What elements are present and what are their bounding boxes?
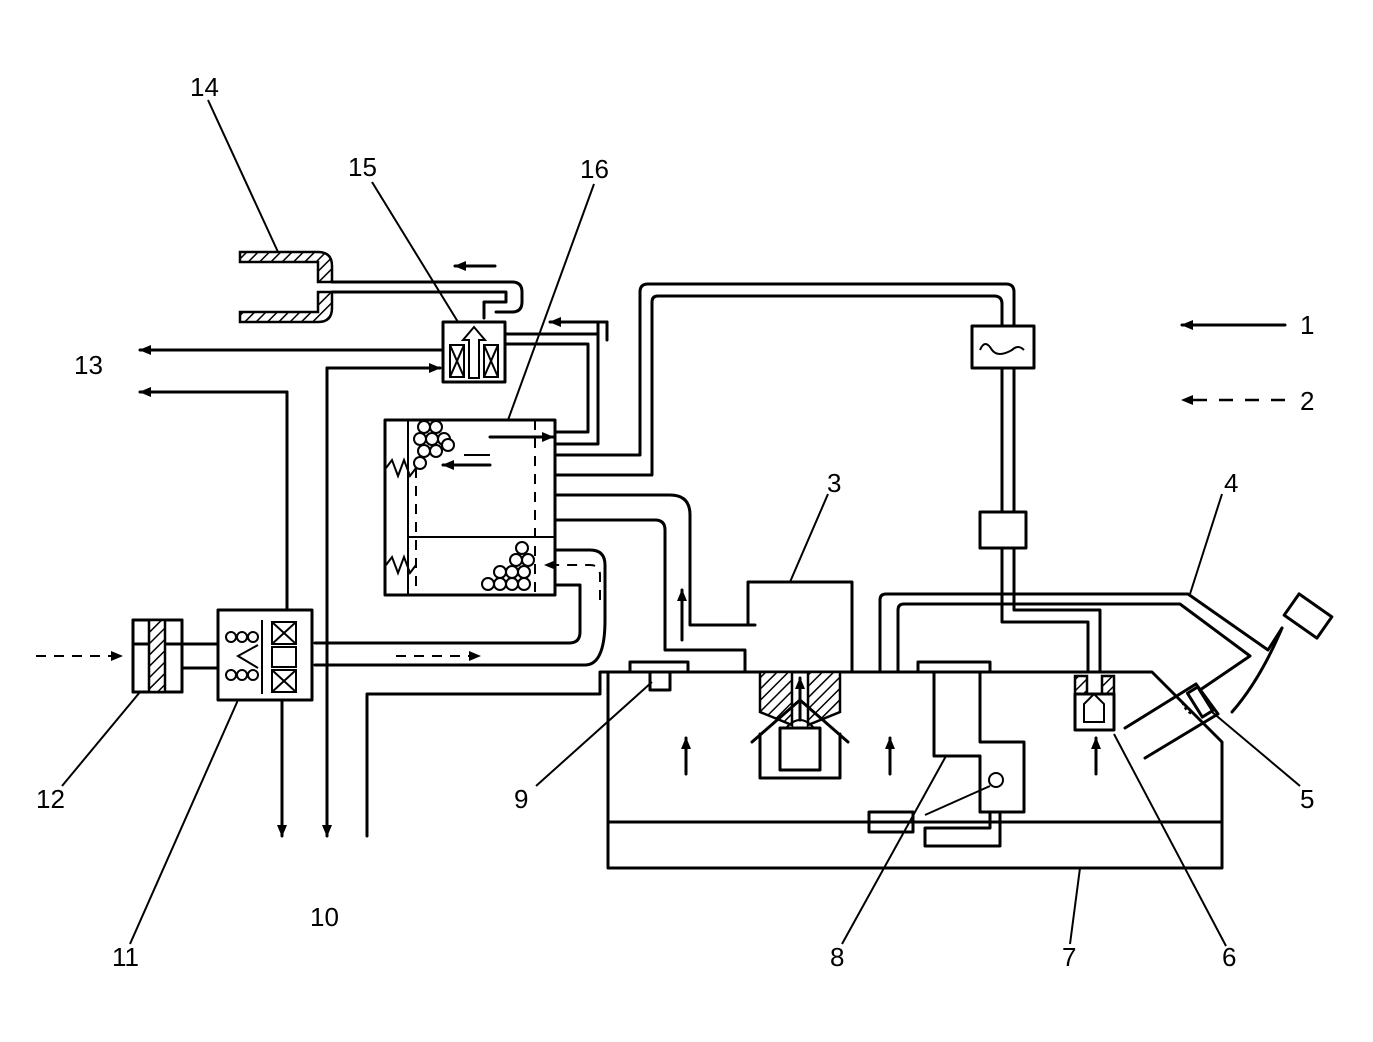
throttle-body xyxy=(238,250,524,324)
callout-16: 16 xyxy=(580,154,609,184)
vent-filter xyxy=(36,618,481,694)
callout-8: 8 xyxy=(830,942,844,972)
leader-lines xyxy=(61,99,1301,947)
tank-flow-arrows xyxy=(681,736,1101,776)
fuel-sender-module xyxy=(867,660,1026,848)
filler-neck xyxy=(878,592,1334,760)
callout-15: 15 xyxy=(348,152,377,182)
callout-5: 5 xyxy=(1300,784,1314,814)
callout-9: 9 xyxy=(514,784,528,814)
canister-charcoal-top xyxy=(413,420,455,470)
evap-canister xyxy=(383,418,601,600)
callout-7: 7 xyxy=(1062,942,1076,972)
vent-solenoid-valve xyxy=(216,608,314,702)
callout-11: 11 xyxy=(112,942,139,972)
purge-solenoid-valve xyxy=(441,317,609,446)
callout-10: 10 xyxy=(310,902,339,932)
canister-charcoal-bottom xyxy=(481,541,535,591)
callout-2: 2 xyxy=(1300,386,1314,416)
callout-1: 1 xyxy=(1300,310,1314,340)
callout-13: 13 xyxy=(74,350,103,380)
fuel-limit-vent-valve xyxy=(1073,674,1116,732)
callout-6: 6 xyxy=(1222,942,1236,972)
rollover-valve-block xyxy=(746,580,854,780)
callout-14: 14 xyxy=(190,72,219,102)
callout-3: 3 xyxy=(827,468,841,498)
callout-4: 4 xyxy=(1224,468,1238,498)
callout-12: 12 xyxy=(36,784,65,814)
vapor-lines xyxy=(313,282,1016,674)
fuel-tank xyxy=(606,670,1224,870)
vent-check-valve xyxy=(970,324,1102,674)
tank-pressure-sensor xyxy=(628,660,690,692)
callout-labels: 1 2 3 4 5 6 7 8 9 10 11 12 13 14 15 16 xyxy=(36,72,1314,972)
